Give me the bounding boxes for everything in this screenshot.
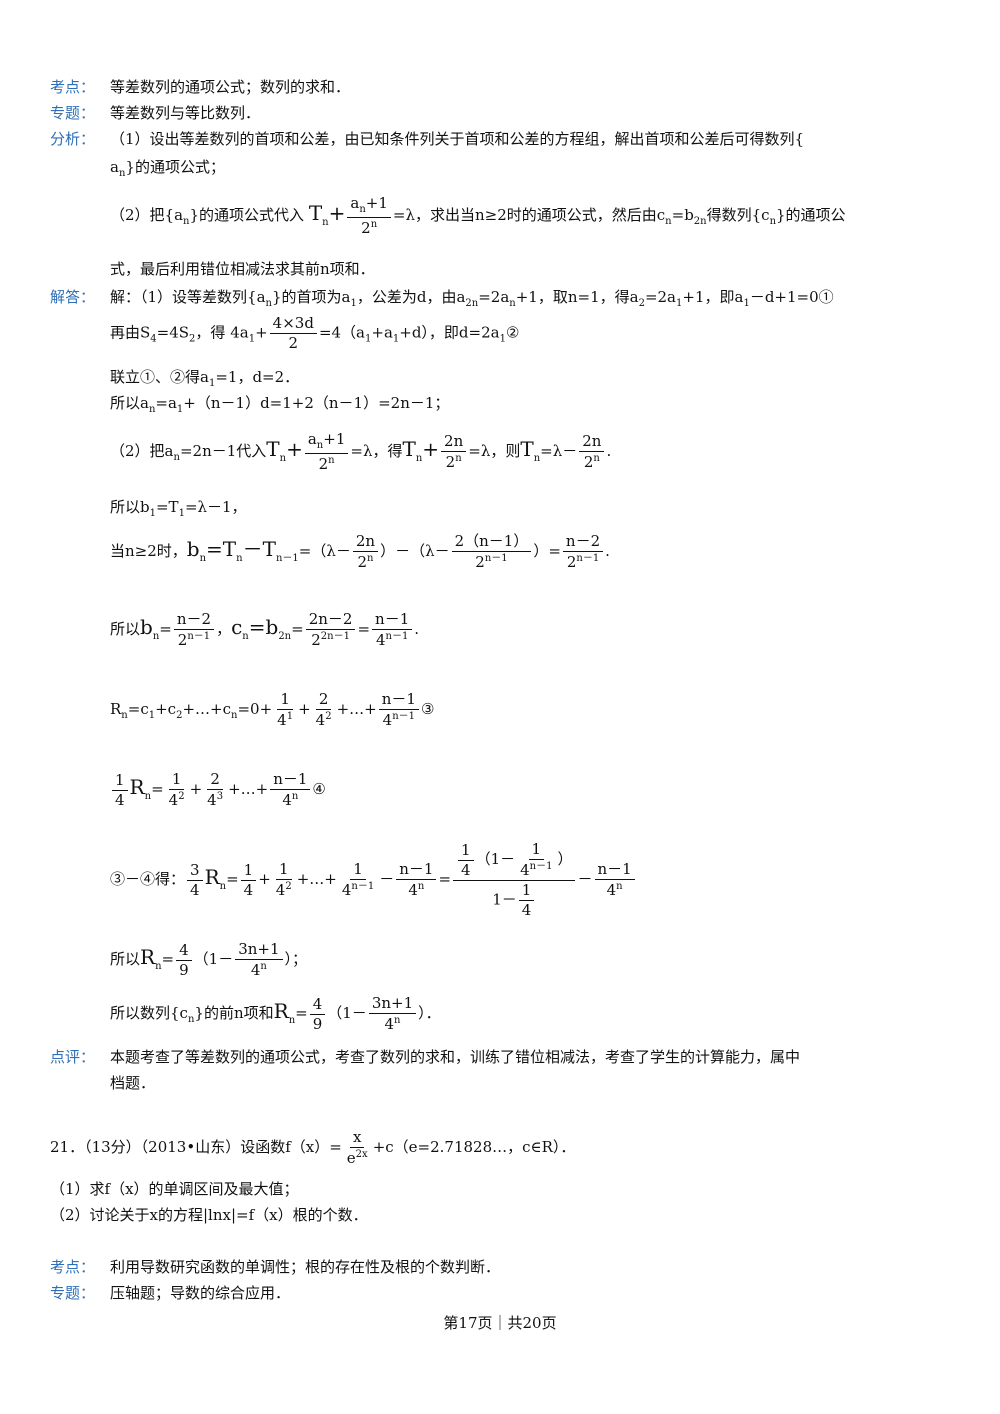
q21-kaodian-label: 考点： <box>50 1258 96 1276</box>
dianping-label: 点评： <box>50 1048 96 1066</box>
dianping-line2: 档题． <box>110 1074 156 1092</box>
kaodian-label: 考点： <box>50 78 96 96</box>
fenxi-label: 分析： <box>50 130 96 148</box>
zhuanti-text: 等差数列与等比数列． <box>110 104 261 122</box>
fenxi-line1: （1）设出等差数列的首项和公差，由已知条件列关于首项和公差的方程组，解出首项和公… <box>110 130 805 148</box>
jie-line6: 所以b1=T1=λ－1， <box>110 498 247 519</box>
dianping-line1: 本题考查了等差数列的通项公式，考查了数列的求和，训练了错位相减法，考查了学生的计… <box>110 1048 801 1066</box>
jie-line3: 联立①、②得a1=1，d=2． <box>110 368 300 389</box>
fenxi-line1b: an}的通项公式； <box>110 158 225 179</box>
q21-kaodian-text: 利用导数研究函数的单调性；根的存在性及根的个数判断． <box>110 1258 501 1276</box>
q21-zhuanti-label: 专题： <box>50 1284 96 1302</box>
q21-zhuanti-text: 压轴题；导数的综合应用． <box>110 1284 291 1302</box>
jie-line1: 解：（1）设等差数列{an}的首项为a1，公差为d，由a2n=2an+1，取n=… <box>110 288 834 309</box>
q21-part1: （1）求f（x）的单调区间及最大值； <box>50 1180 299 1198</box>
fenxi-line3: 式，最后利用错位相减法求其前n项和． <box>110 260 375 278</box>
jie-line4: 所以an=a1+（n－1）d=1+2（n－1）=2n－1； <box>110 394 450 415</box>
kaodian-row: 考点： <box>50 80 95 95</box>
page-footer: 第17页｜共20页 <box>443 1314 557 1332</box>
q21-part2: （2）讨论关于x的方程|lnx|=f（x）根的个数． <box>50 1206 368 1224</box>
kaodian-text: 等差数列的通项公式；数列的求和． <box>110 78 351 96</box>
jieda-label: 解答： <box>50 288 96 306</box>
zhuanti-label: 专题： <box>50 104 96 122</box>
